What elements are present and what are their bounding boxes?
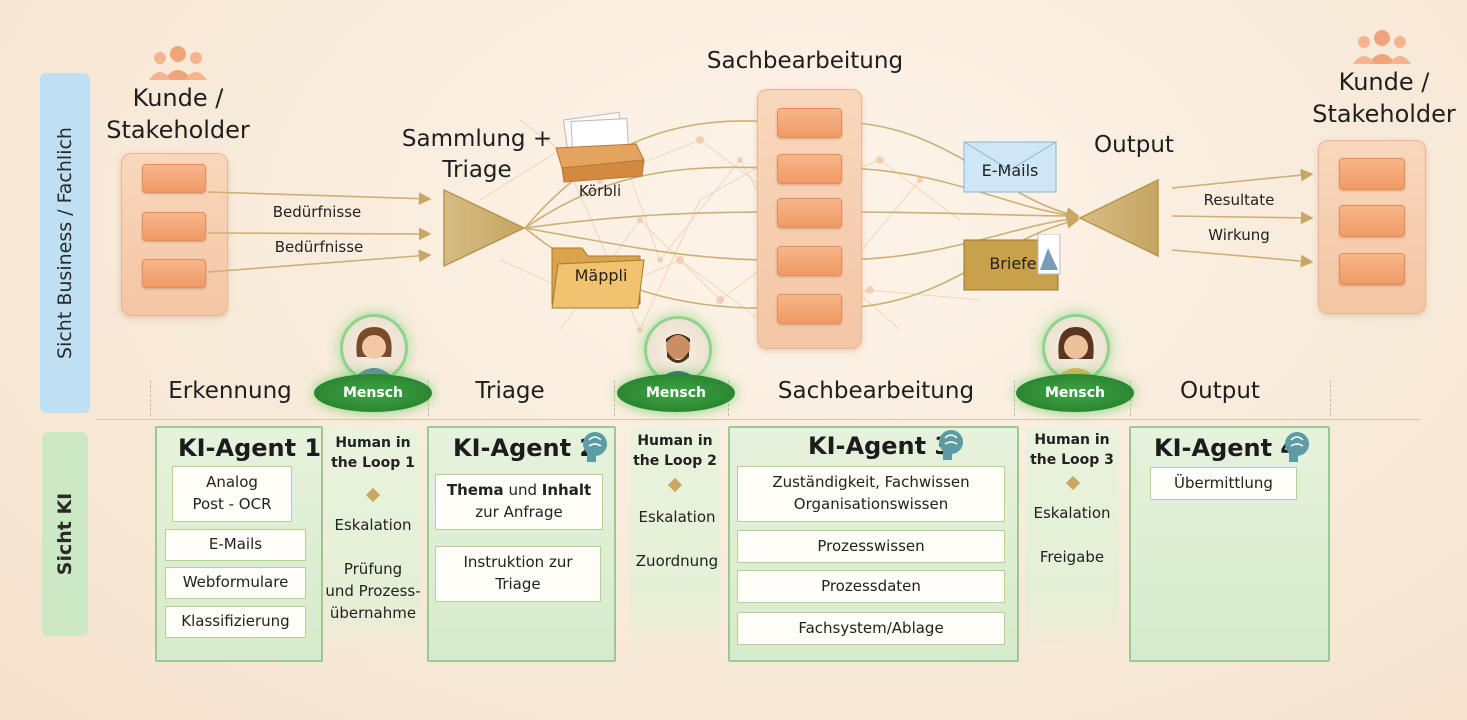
mensch-badge: Mensch [1016, 374, 1134, 412]
mensch-badge: Mensch [617, 374, 735, 412]
phase-erkennung: Erkennung [168, 378, 292, 404]
ki-agent-3-item: Prozesswissen [737, 530, 1005, 563]
customer-right-bar [1339, 253, 1405, 285]
maeppli-label: Mäppli [574, 266, 628, 285]
funnel-icon [443, 188, 526, 268]
ki-agent-3-item: Zuständigkeit, Fachwissen Organisationsw… [737, 466, 1005, 522]
koerbli-label: Körbli [578, 182, 622, 200]
sachbearbeitung-bar [777, 198, 842, 228]
people-icon [149, 46, 207, 80]
ki-agent-2-column [427, 426, 616, 662]
customer-right-bar [1339, 205, 1405, 237]
needs-label-2: Bedürfnisse [274, 238, 364, 256]
hil-3-title: Human in the Loop 3 [1030, 432, 1114, 469]
wirkung-label: Wirkung [1208, 226, 1270, 244]
anfrage-text: zur Anfrage [475, 503, 563, 521]
customer-left-title: Kunde / Stakeholder [106, 84, 250, 145]
funnel-icon [1078, 178, 1159, 258]
ki-agent-4-item: Übermittlung [1150, 467, 1297, 500]
sachbearbeitung-bar [777, 294, 842, 324]
hil-2-eskalation: Eskalation [638, 508, 716, 526]
ki-agent-4-column [1129, 426, 1330, 662]
hil-2-column [630, 428, 720, 660]
sachbearbeitung-bar [777, 154, 842, 184]
inbox-tray-icon [555, 111, 645, 183]
folder-icon [551, 247, 645, 309]
customer-left-bar [142, 164, 206, 193]
side-label-business: Sicht Business / Fachlich [40, 73, 90, 413]
ki-agent-2-instruktion-box: Instruktion zur Triage [435, 546, 601, 602]
hil-2-title: Human in the Loop 2 [633, 433, 717, 470]
sachbearbeitung-title: Sachbearbeitung [706, 48, 904, 74]
phase-sachbearbeitung: Sachbearbeitung [777, 378, 975, 404]
hil-2-zuordnung: Zuordnung [635, 552, 719, 570]
thema-text: Thema [446, 481, 504, 500]
inhalt-text: Inhalt [541, 481, 592, 500]
ki-agent-1-title: KI-Agent 1 [178, 434, 322, 462]
ki-agent-1-item: Webformulare [165, 567, 306, 599]
ki-agent-4-title: KI-Agent 4 [1154, 434, 1298, 462]
brain-icon [583, 432, 607, 462]
person-avatar-icon [1042, 314, 1110, 382]
ki-agent-3-item: Prozessdaten [737, 570, 1005, 603]
ki-agent-3-title: KI-Agent 3 [808, 432, 952, 460]
woman-avatar-icon [353, 327, 395, 379]
ki-agent-3-item: Fachsystem/Ablage [737, 612, 1005, 645]
hil-1-eskalation: Eskalation [334, 516, 412, 534]
envelope-icon [963, 141, 1057, 193]
hil-3-eskalation: Eskalation [1033, 504, 1111, 522]
people-icon [1353, 30, 1411, 64]
sachbearbeitung-bar [777, 108, 842, 138]
customer-left-bar [142, 212, 206, 241]
ki-agent-2-title: KI-Agent 2 [453, 434, 597, 462]
und-text: und [503, 481, 542, 500]
ki-agent-1-item: E-Mails [165, 529, 306, 561]
customer-right-bar [1339, 158, 1405, 190]
man-avatar-icon [657, 334, 699, 381]
emails-label: E-Mails [981, 161, 1039, 180]
woman-avatar-icon [1055, 327, 1097, 379]
sachbearbeitung-bar [777, 246, 842, 276]
letter-stamp-icon [963, 234, 1061, 291]
mensch-badge: Mensch [314, 374, 432, 412]
phase-output: Output [1180, 378, 1260, 404]
sammlung-triage-title: Sammlung + Triage [401, 126, 553, 184]
dash-separator [150, 380, 151, 416]
briefe-label: Briefe [989, 254, 1037, 273]
needs-label-1: Bedürfnisse [272, 203, 362, 221]
phase-triage: Triage [475, 378, 545, 404]
side-label-ki: Sicht KI [42, 432, 88, 636]
output-title: Output [1094, 132, 1174, 158]
hil-1-pruefung: Prüfung und Prozess- übernahme [325, 560, 421, 622]
phase-divider [96, 419, 1421, 420]
hil-1-column [326, 428, 420, 660]
dash-separator [1014, 380, 1015, 416]
brain-icon [1285, 432, 1309, 462]
ki-agent-1-item: Klassifizierung [165, 606, 306, 638]
ki-agent-2-thema-box: Thema und Inhalt zur Anfrage [435, 474, 603, 530]
dash-separator [1330, 380, 1331, 416]
ki-agent-1-item: Analog Post - OCR [172, 466, 292, 522]
hil-3-column [1026, 428, 1118, 660]
customer-right-title: Kunde / Stakeholder [1312, 68, 1456, 129]
dash-separator [614, 380, 615, 416]
person-avatar-icon [644, 316, 712, 384]
ki-agent-2-thema-line: Thema und Inhalt [447, 480, 591, 502]
hil-1-title: Human in the Loop 1 [331, 435, 415, 472]
side-label-ki-text: Sicht KI [54, 492, 77, 576]
resultate-label: Resultate [1203, 191, 1275, 209]
brain-icon [939, 430, 963, 460]
hil-3-freigabe: Freigabe [1039, 548, 1105, 566]
person-avatar-icon [340, 314, 408, 382]
customer-left-bar [142, 259, 206, 288]
